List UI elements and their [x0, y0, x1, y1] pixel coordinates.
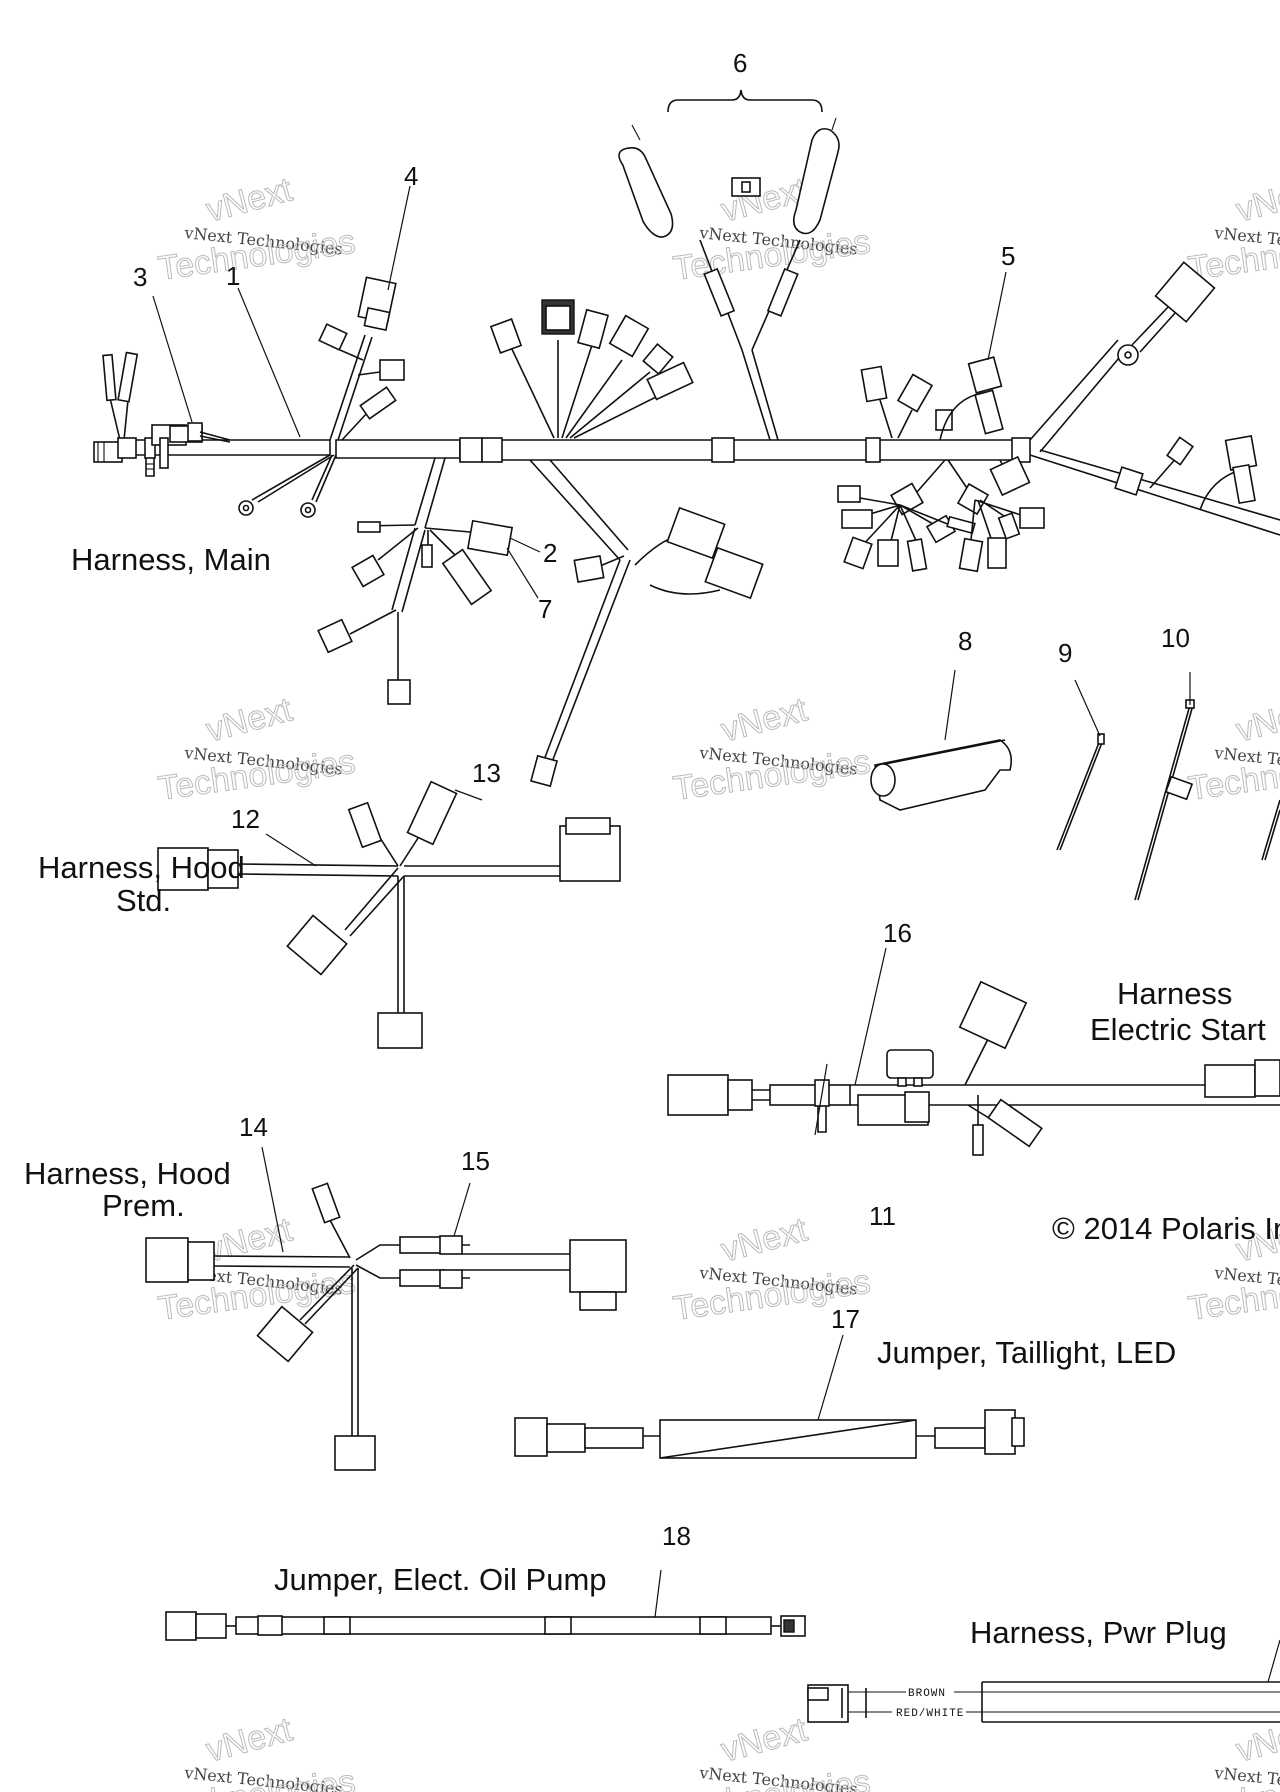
title-harness-electric-start-2: Electric Start: [1090, 1012, 1266, 1047]
title-harness-pwr-plug: Harness, Pwr Plug: [970, 1615, 1227, 1650]
callout-3: 3: [133, 262, 147, 292]
watermark-top-text: vNext: [717, 1210, 811, 1269]
copyright-text: © 2014 Polaris Inc: [1052, 1211, 1280, 1246]
title-harness-hood-prem-1: Harness, Hood: [24, 1156, 231, 1191]
watermark-top-text: vNext: [1232, 690, 1280, 749]
callout-10: 10: [1161, 623, 1190, 653]
cable-tie-with-clip[interactable]: [1134, 699, 1195, 901]
watermark-top-text: vNext: [202, 170, 296, 229]
callout-18: 18: [662, 1521, 691, 1551]
harness-electric-start[interactable]: [667, 980, 1280, 1156]
watermark-top-text: vNext: [202, 1210, 296, 1269]
leader-lines: [152, 185, 1280, 1683]
wire-label-red-white: RED/WHITE: [896, 1708, 964, 1720]
watermark-top-text: vNext: [1232, 170, 1280, 229]
callout-2: 2: [543, 538, 557, 568]
harness-hood-std[interactable]: [157, 780, 621, 1049]
callout-13: 13: [472, 758, 501, 788]
callout-9: 9: [1058, 638, 1072, 668]
wire-label-brown: BROWN: [908, 1688, 946, 1700]
watermark-top-text: vNext: [202, 690, 296, 749]
title-jumper-oil-pump: Jumper, Elect. Oil Pump: [274, 1562, 607, 1597]
harness-main[interactable]: [93, 89, 1280, 788]
harness-pwr-plug[interactable]: BROWN RED/WHITE: [807, 1681, 1280, 1723]
callout-17: 17: [831, 1304, 860, 1334]
title-harness-hood-std-2: Std.: [116, 883, 171, 918]
jumper-taillight[interactable]: [514, 1409, 1025, 1459]
title-harness-hood-prem-2: Prem.: [102, 1188, 185, 1223]
title-jumper-taillight: Jumper, Taillight, LED: [877, 1335, 1176, 1370]
cable-tie[interactable]: [1056, 733, 1105, 851]
callout-5: 5: [1001, 241, 1015, 271]
watermark-top-text: vNext: [717, 1710, 811, 1769]
callout-numbers: 1 2 3 4 5 6 7 8 9 10 11 12 13 14 15 16 1…: [133, 48, 1190, 1551]
watermark-top-text: vNext: [1232, 1710, 1280, 1769]
callout-8: 8: [958, 626, 972, 656]
watermark-top-text: vNext: [202, 1710, 296, 1769]
assembly-titles: Harness, Main Harness, Hood Std. Harness…: [24, 542, 1280, 1650]
jumper-oil-pump[interactable]: [165, 1611, 806, 1641]
title-harness-hood-std-1: Harness, Hood: [38, 850, 245, 885]
callout-1: 1: [226, 261, 240, 291]
harness-hood-prem[interactable]: [145, 1182, 627, 1471]
title-harness-main: Harness, Main: [71, 542, 271, 577]
watermark-top-text: vNext: [717, 690, 811, 749]
callout-14: 14: [239, 1112, 268, 1142]
title-harness-electric-start-1: Harness: [1117, 976, 1232, 1011]
callout-7: 7: [538, 594, 552, 624]
callout-15: 15: [461, 1146, 490, 1176]
callout-12: 12: [231, 804, 260, 834]
callout-4: 4: [404, 161, 418, 191]
loom-sleeve[interactable]: [870, 739, 1013, 811]
callout-6: 6: [733, 48, 747, 78]
callout-16: 16: [883, 918, 912, 948]
callout-11: 11: [869, 1201, 896, 1231]
